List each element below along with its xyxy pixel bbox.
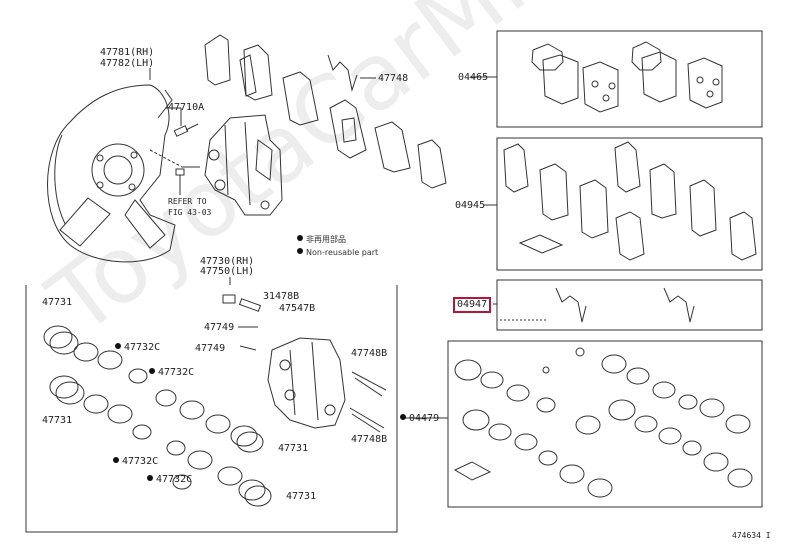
label-47732C-c: 47732C xyxy=(113,456,158,467)
spring-47748-top xyxy=(327,54,358,92)
bullet-icon xyxy=(297,248,303,254)
label-47732C-d: 47732C xyxy=(147,474,192,485)
legend-text-en: Non-reusable part xyxy=(306,248,379,257)
label-47732C-b: 47732C xyxy=(149,367,194,378)
bolt-47710A xyxy=(173,123,199,195)
legend-text-jp: 非再用部品 xyxy=(306,235,346,244)
label-47730: 47730(RH) xyxy=(200,256,255,267)
backing-plate xyxy=(47,84,176,263)
label-31478B: 31478B xyxy=(263,291,300,302)
label-47748-top: 47748 xyxy=(378,73,409,84)
pistons-04479 xyxy=(453,347,753,498)
label-47710A: 47710A xyxy=(168,102,205,113)
pads-04945 xyxy=(503,141,757,261)
figure-id: 474634 I xyxy=(732,531,771,540)
label-refer-to: REFER TO xyxy=(168,197,207,206)
label-47748B-b: 47748B xyxy=(351,434,388,445)
label-47749-b: 47749 xyxy=(195,343,226,354)
label-04945: 04945 xyxy=(455,200,486,211)
bleeder-parts xyxy=(222,294,262,351)
box-04947 xyxy=(496,279,763,331)
box-04945 xyxy=(496,137,763,271)
pads-04465 xyxy=(531,41,723,113)
bullet-icon xyxy=(400,414,406,420)
label-47731-a: 47731 xyxy=(42,297,73,308)
label-47731-d: 47731 xyxy=(286,491,317,502)
label-04479: 04479 xyxy=(400,413,439,424)
label-47731-b: 47731 xyxy=(42,415,73,426)
caliper-top xyxy=(204,114,283,216)
label-47732C-a: 47732C xyxy=(115,342,160,353)
label-04465: 04465 xyxy=(458,72,489,83)
label-47781: 47781(RH) xyxy=(100,47,155,58)
pistons-left xyxy=(43,325,272,507)
label-47731-c: 47731 xyxy=(278,443,309,454)
label-47782: 47782(LH) xyxy=(100,58,155,69)
legend-line-2: Non-reusable part xyxy=(297,248,378,258)
bullet-icon xyxy=(149,368,155,374)
box-04479 xyxy=(447,340,763,508)
label-04947-highlighted: 04947 xyxy=(453,297,492,313)
label-fig-ref: FIG 43-03 xyxy=(168,208,212,217)
bullet-icon xyxy=(115,343,121,349)
legend-line-1: 非再用部品 xyxy=(297,235,346,245)
box-caliper-kit xyxy=(25,285,398,533)
box-04465 xyxy=(496,30,763,128)
caliper-lower xyxy=(267,337,387,433)
bullet-icon xyxy=(147,475,153,481)
pads-top xyxy=(204,34,447,189)
bullet-icon xyxy=(297,235,303,241)
bullet-icon xyxy=(113,457,119,463)
spring-04947-a xyxy=(555,287,587,323)
label-47547B: 47547B xyxy=(279,303,316,314)
spring-04947-b xyxy=(663,287,695,323)
label-47750: 47750(LH) xyxy=(200,266,255,277)
label-47748B-a: 47748B xyxy=(351,348,388,359)
label-47749-a: 47749 xyxy=(204,322,235,333)
